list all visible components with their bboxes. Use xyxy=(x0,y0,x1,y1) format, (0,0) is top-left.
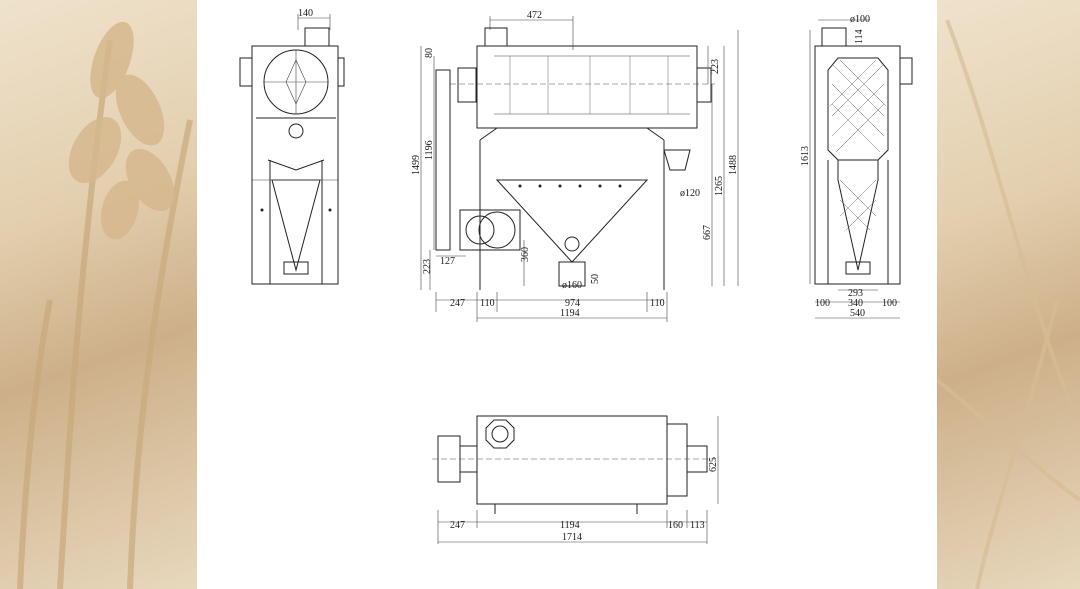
wheat-background-left xyxy=(0,0,197,589)
dim-v50: 50 xyxy=(590,274,601,284)
wheat-stalks-right xyxy=(937,19,1080,589)
dim-top-w113: 113 xyxy=(690,520,705,531)
dim-w974: 974 xyxy=(565,298,580,309)
technical-drawing: 140 472 xyxy=(239,8,913,544)
dim-top-w1714: 1714 xyxy=(562,532,582,543)
dim-w540: 540 xyxy=(850,308,865,319)
dim-outlet-160: ø160 xyxy=(562,280,582,291)
front-view: 472 xyxy=(411,10,739,322)
dim-h625: 625 xyxy=(708,457,719,472)
dim-w110-right: 110 xyxy=(650,298,665,309)
dim-w100-left: 100 xyxy=(815,298,830,309)
hopper xyxy=(495,179,649,263)
dim-w110-left: 110 xyxy=(480,298,495,309)
wheat-stalks-left xyxy=(17,21,193,589)
dim-v80: 80 xyxy=(424,48,435,58)
dim-h1613: 1613 xyxy=(800,146,811,166)
dim-h223-top: 223 xyxy=(710,59,721,74)
dim-w1194: 1194 xyxy=(560,308,580,319)
dim-h667: 667 xyxy=(702,225,713,240)
dim-h1196: 1196 xyxy=(424,140,435,160)
dim-w247: 247 xyxy=(450,298,465,309)
dim-h360: 360 xyxy=(520,247,531,262)
dim-top-w247: 247 xyxy=(450,520,465,531)
dim-inlet-dia-100: ø100 xyxy=(850,14,870,25)
dim-w340: 340 xyxy=(848,298,863,309)
top-body xyxy=(476,415,668,505)
top-view: 625 247 1194 160 113 1714 xyxy=(432,415,719,544)
dim-h1265: 1265 xyxy=(714,176,725,196)
dim-h1499: 1499 xyxy=(411,155,422,175)
drawing-sheet: 140 472 xyxy=(197,0,937,589)
dim-inlet-140: 140 xyxy=(298,8,313,19)
left-side-view: 140 xyxy=(239,8,345,285)
drive-belt xyxy=(435,69,451,251)
dim-w100-right: 100 xyxy=(882,298,897,309)
dim-top-w160: 160 xyxy=(668,520,683,531)
dim-h1488: 1488 xyxy=(728,155,739,175)
dim-w127: 127 xyxy=(440,256,455,267)
dim-top-w1194: 1194 xyxy=(560,520,580,531)
dim-h223-bottom: 223 xyxy=(422,259,433,274)
dim-v114: 114 xyxy=(854,29,865,44)
right-side-view: ø100 114 1613 293 xyxy=(800,14,913,319)
wheat-background-right xyxy=(937,0,1080,589)
motor-icon xyxy=(459,209,521,251)
dim-top-width-472: 472 xyxy=(527,10,542,21)
dim-outlet-side-120: ø120 xyxy=(680,188,700,199)
dim-w293: 293 xyxy=(848,288,863,299)
inlet-octagon-icon xyxy=(485,419,515,449)
